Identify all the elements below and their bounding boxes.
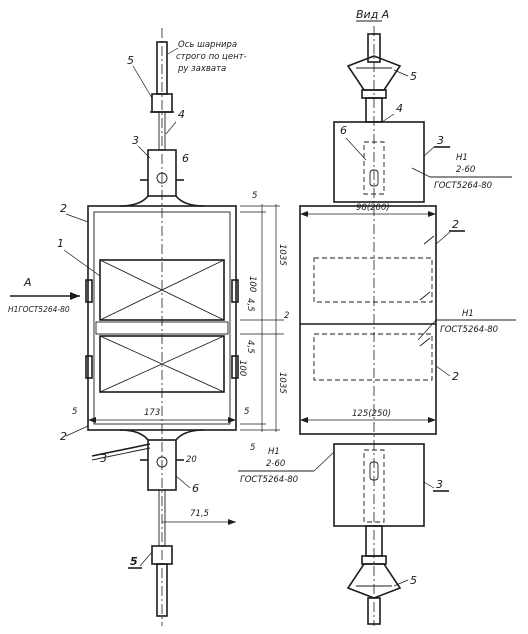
weld-bottom-fraction: 2-60 bbox=[266, 459, 285, 469]
callout-4-right: 4 bbox=[396, 102, 403, 115]
weld-top-standard: ГОСТ5264-80 bbox=[434, 181, 492, 191]
dim-4-5-a: 4,5 bbox=[245, 298, 255, 312]
dim-173: 173 bbox=[144, 408, 160, 418]
dim-100-bottom: 100 bbox=[237, 360, 247, 376]
dim-71-5: 71,5 bbox=[190, 509, 209, 519]
callout-5-top-right: 5 bbox=[410, 70, 417, 83]
dim-5-right: 5 bbox=[244, 407, 249, 417]
callout-2-bottom: 2 bbox=[60, 430, 67, 443]
callout-6-right: 6 bbox=[340, 124, 347, 137]
weld-symbol-top: Н1 2-60 ГОСТ5264-80 bbox=[411, 153, 512, 191]
dim-1035-bottom: 1035 bbox=[277, 372, 287, 394]
dim-98-200: 98(200) bbox=[356, 203, 390, 213]
view-arrow-a: А Н1ГОСТ5264-80 bbox=[8, 276, 80, 314]
view-arrow-weld-spec: Н1ГОСТ5264-80 bbox=[8, 305, 70, 314]
pivot-note-line-3: ру захвата bbox=[177, 64, 226, 74]
callout-5-bottom: 5 bbox=[130, 555, 138, 568]
dim-2: 2 bbox=[284, 311, 289, 321]
front-view bbox=[85, 28, 239, 626]
callout-6-top: 6 bbox=[182, 152, 189, 165]
weld-mid-n1: Н1 bbox=[462, 309, 474, 319]
front-view-dimensions: 173 5 5 71,5 20 5 5 100 100 1035 1035 4,… bbox=[72, 191, 289, 525]
dim-20: 20 bbox=[186, 455, 197, 465]
dim-4-5-b: 4,5 bbox=[245, 340, 255, 354]
weld-top-fraction: 2-60 bbox=[456, 165, 475, 175]
weld-symbol-bottom: Н1 2-60 ГОСТ5264-80 bbox=[238, 447, 335, 485]
callout-5-bottom-right: 5 bbox=[410, 574, 417, 587]
weld-top-n1: Н1 bbox=[456, 153, 468, 163]
callout-2-right-top: 2 bbox=[452, 218, 459, 231]
view-arrow-letter: А bbox=[23, 276, 32, 289]
callout-5-top: 5 bbox=[127, 54, 134, 67]
weld-mid-standard: ГОСТ5264-80 bbox=[440, 325, 498, 335]
callout-2-top: 2 bbox=[60, 202, 67, 215]
front-view-callouts: 5 4 3 6 2 1 2 3 6 5 bbox=[57, 54, 199, 569]
callout-3-top-right: 3 bbox=[437, 134, 444, 147]
side-view-callouts: 5 4 6 3 2 2 3 5 bbox=[340, 69, 465, 587]
pivot-note-line-2: строго по цент- bbox=[176, 52, 247, 62]
callout-6-bottom: 6 bbox=[192, 482, 199, 495]
weld-bottom-n1: Н1 bbox=[268, 447, 280, 457]
callout-1: 1 bbox=[57, 237, 64, 250]
side-view: Вид А bbox=[299, 8, 437, 626]
dim-125-250: 125(250) bbox=[352, 409, 391, 419]
callout-3-bottom: 3 bbox=[100, 452, 107, 465]
weld-bottom-standard: ГОСТ5264-80 bbox=[240, 475, 298, 485]
dim-100-top: 100 bbox=[247, 276, 257, 292]
callout-2-right-bottom: 2 bbox=[452, 370, 459, 383]
weld-symbol-mid: Н1 ГОСТ5264-80 bbox=[417, 309, 516, 341]
side-view-dimensions: 98(200) 125(250) bbox=[300, 203, 436, 423]
callout-3-bottom-right: 3 bbox=[436, 478, 443, 491]
dim-1035-top: 1035 bbox=[277, 244, 287, 266]
pivot-note-line-1: Ось шарнира bbox=[178, 40, 237, 50]
callout-4: 4 bbox=[178, 108, 185, 121]
callout-3-top: 3 bbox=[132, 134, 139, 147]
pivot-note: Ось шарнира строго по цент- ру захвата bbox=[167, 40, 247, 74]
dim-5-bottom: 5 bbox=[250, 443, 255, 453]
view-title: Вид А bbox=[356, 8, 389, 21]
dim-5-top: 5 bbox=[252, 191, 257, 201]
dim-5-left: 5 bbox=[72, 407, 77, 417]
